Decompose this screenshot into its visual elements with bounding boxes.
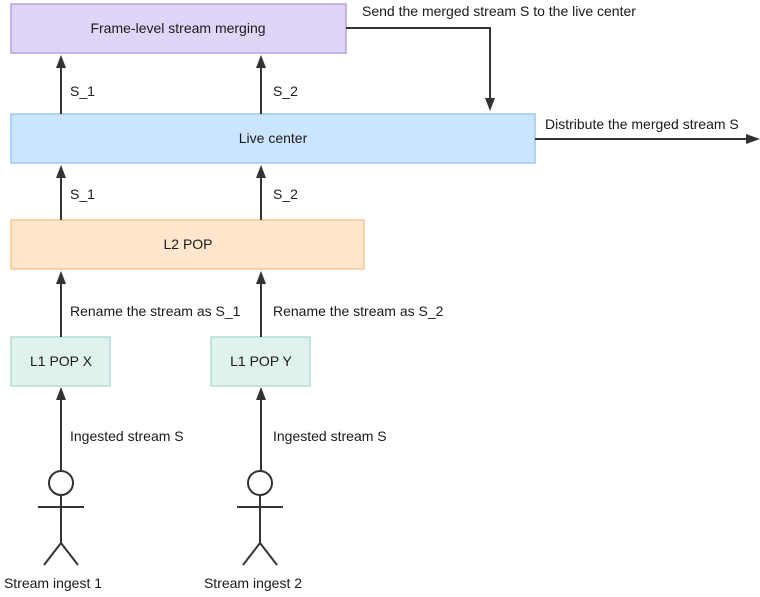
l1-pop-x-box (10, 336, 111, 387)
edge-ingest-1-to-l1-pop-x: Ingested stream S (56, 387, 184, 471)
arrowhead-icon (56, 387, 66, 400)
edge-label-ingested-2: Ingested stream S (273, 428, 387, 444)
edge-label-rename-s1: Rename the stream as S_1 (70, 303, 241, 319)
edge-l2-to-live-s2: S_2 (256, 165, 298, 220)
merge-box-label: Frame-level stream merging (90, 20, 265, 36)
arrowhead-icon (56, 165, 66, 178)
stick-figure-icon (38, 470, 84, 566)
arrowhead-icon (56, 55, 66, 68)
node-live-center: Live center (10, 113, 536, 164)
edge-label-rename-s2: Rename the stream as S_2 (273, 303, 444, 319)
edge-label-send-merged: Send the merged stream S to the live cen… (362, 3, 636, 19)
edge-label-s1-upper: S_1 (70, 83, 95, 99)
edge-live-to-merge-s1: S_1 (56, 55, 95, 114)
actor-stream-ingest-2: Stream ingest 2 (204, 470, 302, 591)
arrowhead-icon (256, 55, 266, 68)
actor-stream-ingest-1: Stream ingest 1 (4, 470, 102, 591)
actor-label-ingest-2: Stream ingest 2 (204, 575, 302, 591)
merge-box (10, 3, 347, 54)
node-l2-pop: L2 POP (10, 219, 365, 270)
arrowhead-icon (256, 165, 266, 178)
arrowhead-icon (256, 271, 266, 284)
edge-label-s1-lower: S_1 (70, 186, 95, 202)
edge-line (346, 27, 491, 98)
l1-pop-y-box (210, 336, 311, 387)
l2-pop-box (10, 219, 365, 270)
arrowhead-icon (256, 387, 266, 400)
edge-label-s2-upper: S_2 (273, 83, 298, 99)
edge-merge-to-live-center: Send the merged stream S to the live cen… (346, 3, 636, 111)
edge-live-to-merge-s2: S_2 (256, 55, 298, 114)
l1-pop-x-label: L1 POP X (30, 353, 93, 369)
node-l1-pop-y: L1 POP Y (210, 336, 311, 387)
l2-pop-label: L2 POP (163, 236, 212, 252)
edge-l1-pop-x-to-l2-pop: Rename the stream as S_1 (56, 271, 241, 337)
edge-label-ingested-1: Ingested stream S (70, 428, 184, 444)
live-center-box (10, 113, 536, 164)
actor-label-ingest-1: Stream ingest 1 (4, 575, 102, 591)
arrowhead-icon (56, 271, 66, 284)
node-frame-level-stream-merging: Frame-level stream merging (10, 3, 347, 54)
edge-live-center-out: Distribute the merged stream S (535, 116, 760, 144)
edge-ingest-2-to-l1-pop-y: Ingested stream S (256, 387, 387, 471)
edge-label-s2-lower: S_2 (273, 186, 298, 202)
edge-label-distribute: Distribute the merged stream S (545, 116, 739, 132)
edge-l1-pop-y-to-l2-pop: Rename the stream as S_2 (256, 271, 444, 337)
node-l1-pop-x: L1 POP X (10, 336, 111, 387)
stick-figure-icon (237, 470, 283, 566)
arrowhead-icon (485, 98, 495, 111)
live-center-label: Live center (239, 130, 308, 146)
arrowhead-icon (746, 134, 760, 144)
edge-l2-to-live-s1: S_1 (56, 165, 95, 220)
l1-pop-y-label: L1 POP Y (230, 353, 292, 369)
